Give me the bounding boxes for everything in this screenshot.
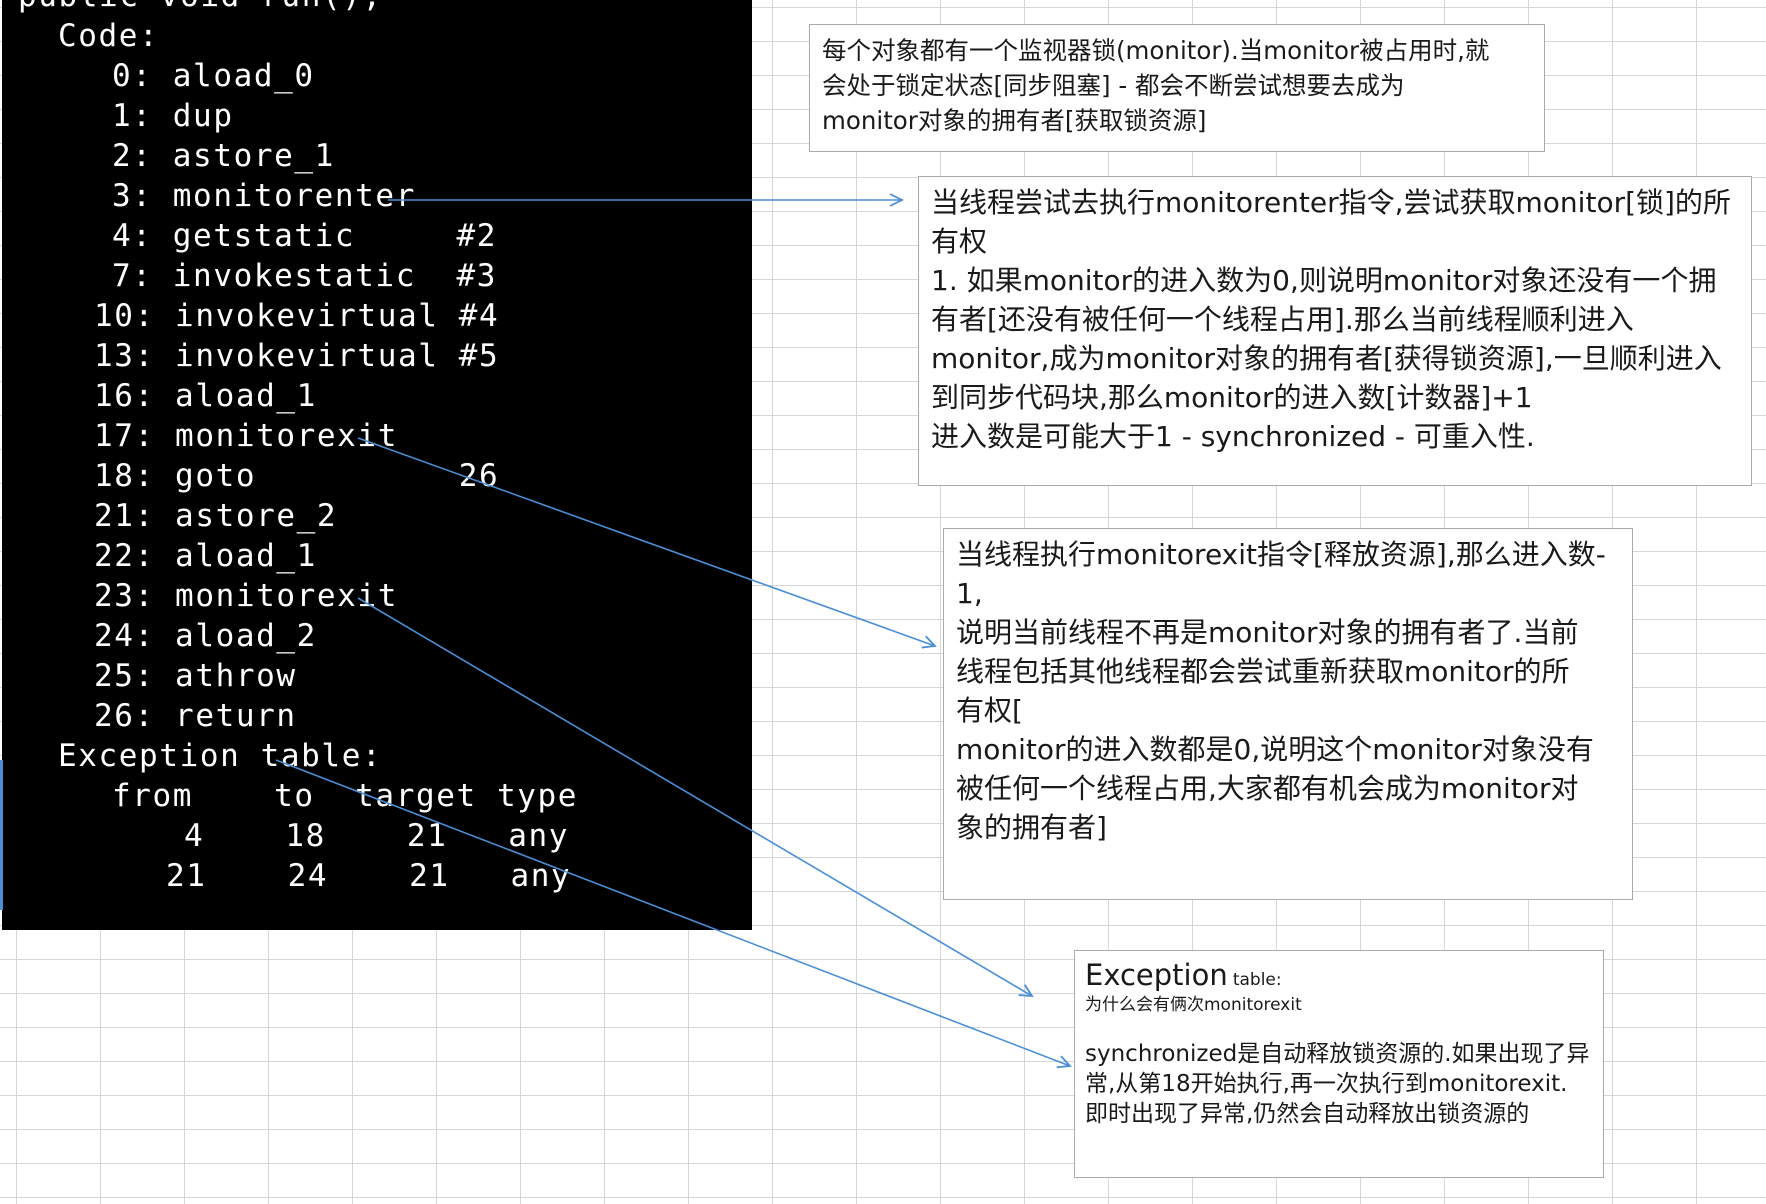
exception-note-title-small: table: (1232, 970, 1282, 990)
bytecode-line: 7: invokestatic #3 (112, 258, 498, 294)
bytecode-line: 16: aload_1 (94, 378, 317, 414)
arrow-monitorexit-2 (357, 597, 1032, 996)
exception-table-note: Exception table: 为什么会有俩次monitorexit sync… (1074, 950, 1604, 1178)
bytecode-line-monitorenter: 3: monitorenter (112, 178, 416, 214)
bytecode-line: 21: astore_2 (94, 498, 338, 534)
bytecode-line: 22: aload_1 (94, 538, 317, 574)
monitorenter-text: 当线程尝试去执行monitorenter指令,尝试获取monitor[锁]的所 … (931, 186, 1731, 453)
bytecode-line: 0: aload_0 (112, 58, 315, 94)
arrow-monitorexit-1 (357, 437, 935, 646)
bytecode-line: 26: return (94, 698, 297, 734)
bytecode-line: 24: aload_2 (94, 618, 317, 654)
bytecode-line: 4: getstatic #2 (112, 218, 498, 254)
bytecode-line: 10: invokevirtual #4 (94, 298, 500, 334)
method-signature: public void run(); (18, 0, 383, 16)
monitor-lock-note: 每个对象都有一个监视器锁(monitor).当monitor被占用时,就 会处于… (809, 24, 1545, 152)
monitor-lock-text: 每个对象都有一个监视器锁(monitor).当monitor被占用时,就 会处于… (822, 36, 1490, 135)
bytecode-terminal: public void run(); Code: 0: aload_0 1: d… (2, 0, 752, 930)
exception-table-row: 4 18 21 any (184, 818, 570, 854)
bytecode-line: 2: astore_1 (112, 138, 335, 174)
bytecode-line-monitorexit-1: 17: monitorexit (94, 418, 398, 454)
monitorexit-note: 当线程执行monitorexit指令[释放资源],那么进入数- 1, 说明当前线… (943, 528, 1633, 900)
monitorexit-text: 当线程执行monitorexit指令[释放资源],那么进入数- 1, 说明当前线… (956, 538, 1606, 844)
exception-table-row: 21 24 21 any (166, 858, 572, 894)
exception-note-title: Exception (1085, 958, 1228, 992)
bytecode-line: 13: invokevirtual #5 (94, 338, 500, 374)
exception-note-body: synchronized是自动释放锁资源的.如果出现了异 常,从第18开始执行,… (1085, 1041, 1590, 1127)
bytecode-line: 25: athrow (94, 658, 297, 694)
code-label: Code: (58, 18, 160, 54)
bytecode-line-monitorexit-2: 23: monitorexit (94, 578, 398, 614)
exception-note-subtitle: 为什么会有俩次monitorexit (1085, 995, 1302, 1015)
selection-edge (0, 760, 3, 910)
bytecode-line: 18: goto 26 (94, 458, 500, 494)
arrow-exception-table (275, 759, 1070, 1066)
monitorenter-note: 当线程尝试去执行monitorenter指令,尝试获取monitor[锁]的所 … (918, 176, 1752, 486)
exception-table-label: Exception table: (58, 738, 383, 774)
exception-table-header: from to target type (112, 778, 579, 814)
bytecode-line: 1: dup (112, 98, 234, 134)
